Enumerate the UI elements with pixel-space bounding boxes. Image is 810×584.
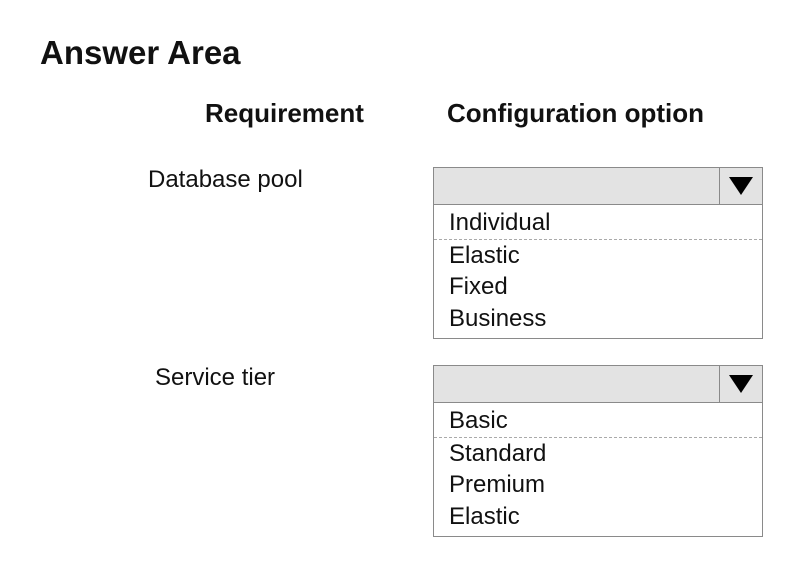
database-pool-label: Database pool — [148, 166, 303, 193]
service-tier-label: Service tier — [155, 364, 276, 391]
option-elastic[interactable]: Elastic — [449, 241, 520, 269]
page-title: Answer Area — [40, 34, 241, 71]
dropdown-options: Individual Elastic Fixed Business — [433, 205, 763, 339]
configuration-header: Configuration option — [447, 98, 705, 128]
option-business[interactable]: Business — [449, 304, 547, 332]
option-elastic[interactable]: Elastic — [449, 502, 520, 530]
dropdown-selected[interactable] — [433, 167, 763, 205]
service-tier-dropdown[interactable]: Basic Standard Premium Elastic — [433, 365, 763, 537]
dropdown-toggle[interactable] — [719, 168, 762, 204]
database-pool-dropdown[interactable]: Individual Elastic Fixed Business — [433, 167, 763, 339]
option-basic[interactable]: Basic — [434, 405, 762, 438]
option-premium[interactable]: Premium — [449, 471, 546, 498]
dropdown-options: Basic Standard Premium Elastic — [433, 403, 763, 537]
requirement-header: Requirement — [205, 98, 364, 128]
option-individual[interactable]: Individual — [434, 207, 762, 240]
chevron-down-icon — [729, 375, 753, 393]
dropdown-selected[interactable] — [433, 365, 763, 403]
option-fixed[interactable]: Fixed — [449, 273, 508, 300]
dropdown-toggle[interactable] — [719, 366, 762, 402]
option-standard[interactable]: Standard — [449, 439, 547, 467]
chevron-down-icon — [729, 177, 753, 195]
